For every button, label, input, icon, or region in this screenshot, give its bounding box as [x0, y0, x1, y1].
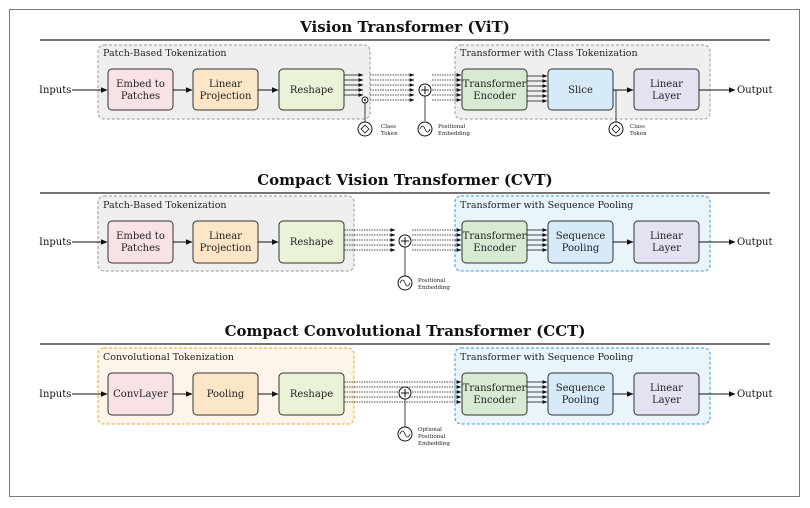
vit-class-token-icon: [357, 121, 373, 137]
svg-text:Pooling: Pooling: [562, 243, 600, 254]
cvt-embed-to-patches-block: [107, 220, 174, 264]
svg-text:Linear: Linear: [209, 231, 242, 242]
vit-reshape-block: [278, 68, 345, 111]
svg-text:Sequence: Sequence: [556, 231, 606, 242]
svg-text:Positional: Positional: [418, 278, 445, 284]
svg-text:Token: Token: [630, 131, 647, 137]
svg-text:Embedding: Embedding: [438, 131, 470, 137]
cct-sequence-pooling-block: [547, 372, 614, 416]
cct-reshape-block: [278, 372, 345, 416]
vit-inputs-label: Inputs: [39, 85, 71, 96]
svg-text:Optional: Optional: [418, 427, 442, 433]
cvt-sequence-pooling-block: [547, 220, 614, 264]
svg-text:Reshape: Reshape: [290, 389, 333, 400]
svg-text:Embed to: Embed to: [116, 231, 165, 242]
svg-text:Encoder: Encoder: [473, 91, 516, 102]
svg-text:Class: Class: [381, 124, 396, 130]
svg-text:Reshape: Reshape: [290, 85, 333, 96]
svg-text:Embedding: Embedding: [418, 285, 450, 291]
vit-transformer-label: Transformer with Class Tokenization: [460, 48, 638, 59]
svg-text:Sequence: Sequence: [556, 383, 606, 394]
vit-tokenization-label: Patch-Based Tokenization: [103, 48, 227, 59]
vit-class-token-output-icon: [608, 121, 624, 137]
svg-text:Patches: Patches: [121, 243, 160, 254]
cct-tokenization-label: Convolutional Tokenization: [103, 352, 234, 363]
svg-text:Pooling: Pooling: [562, 395, 600, 406]
svg-text:Layer: Layer: [652, 91, 681, 102]
cct-linear-layer-block: [633, 372, 700, 416]
cvt-linear-layer-block: [633, 220, 700, 264]
svg-text:Class: Class: [630, 124, 645, 130]
svg-text:Positional: Positional: [438, 124, 465, 130]
cvt-output-label: Output: [737, 237, 773, 248]
cct-output-label: Output: [737, 389, 773, 400]
vit-transformer-encoder-block: [461, 68, 528, 111]
svg-text:Embedding: Embedding: [418, 441, 450, 447]
svg-text:Transformer: Transformer: [463, 231, 527, 242]
cvt-transformer-label: Transformer with Sequence Pooling: [460, 200, 633, 211]
svg-text:Reshape: Reshape: [290, 237, 333, 248]
cct-transformer-label: Transformer with Sequence Pooling: [460, 352, 633, 363]
cvt-section: Compact Vision Transformer (CVT) Patch-B…: [39, 171, 773, 291]
svg-text:Embed to: Embed to: [116, 79, 165, 90]
svg-text:Linear: Linear: [650, 231, 683, 242]
svg-text:Linear: Linear: [650, 79, 683, 90]
svg-text:Projection: Projection: [200, 243, 252, 254]
svg-text:Linear: Linear: [650, 383, 683, 394]
vit-output-label: Output: [737, 85, 773, 96]
svg-text:Encoder: Encoder: [473, 243, 516, 254]
cvt-tokenization-label: Patch-Based Tokenization: [103, 200, 227, 211]
svg-text:Linear: Linear: [209, 79, 242, 90]
svg-text:Encoder: Encoder: [473, 395, 516, 406]
cct-inputs-label: Inputs: [39, 389, 71, 400]
svg-text:Token: Token: [381, 131, 398, 137]
svg-text:ConvLayer: ConvLayer: [113, 389, 168, 400]
cvt-inputs-label: Inputs: [39, 237, 71, 248]
svg-text:Positional: Positional: [418, 434, 445, 440]
vit-title: Vision Transformer (ViT): [299, 18, 510, 36]
cvt-reshape-block: [278, 220, 345, 264]
svg-text:Transformer: Transformer: [463, 79, 527, 90]
svg-text:Layer: Layer: [652, 243, 681, 254]
cct-title: Compact Convolutional Transformer (CCT): [225, 322, 586, 340]
cct-section: Compact Convolutional Transformer (CCT) …: [39, 322, 773, 447]
cct-transformer-encoder-block: [461, 372, 528, 416]
svg-text:Slice: Slice: [568, 85, 593, 96]
cvt-linear-projection-block: [192, 220, 259, 264]
svg-text:Pooling: Pooling: [207, 389, 245, 400]
svg-text:Layer: Layer: [652, 395, 681, 406]
cvt-transformer-encoder-block: [461, 220, 528, 264]
svg-text:Projection: Projection: [200, 91, 252, 102]
svg-text:Patches: Patches: [121, 91, 160, 102]
svg-text:Transformer: Transformer: [463, 383, 527, 394]
vit-section: Vision Transformer (ViT) Patch-Based Tok…: [39, 18, 773, 137]
cvt-title: Compact Vision Transformer (CVT): [257, 171, 553, 189]
